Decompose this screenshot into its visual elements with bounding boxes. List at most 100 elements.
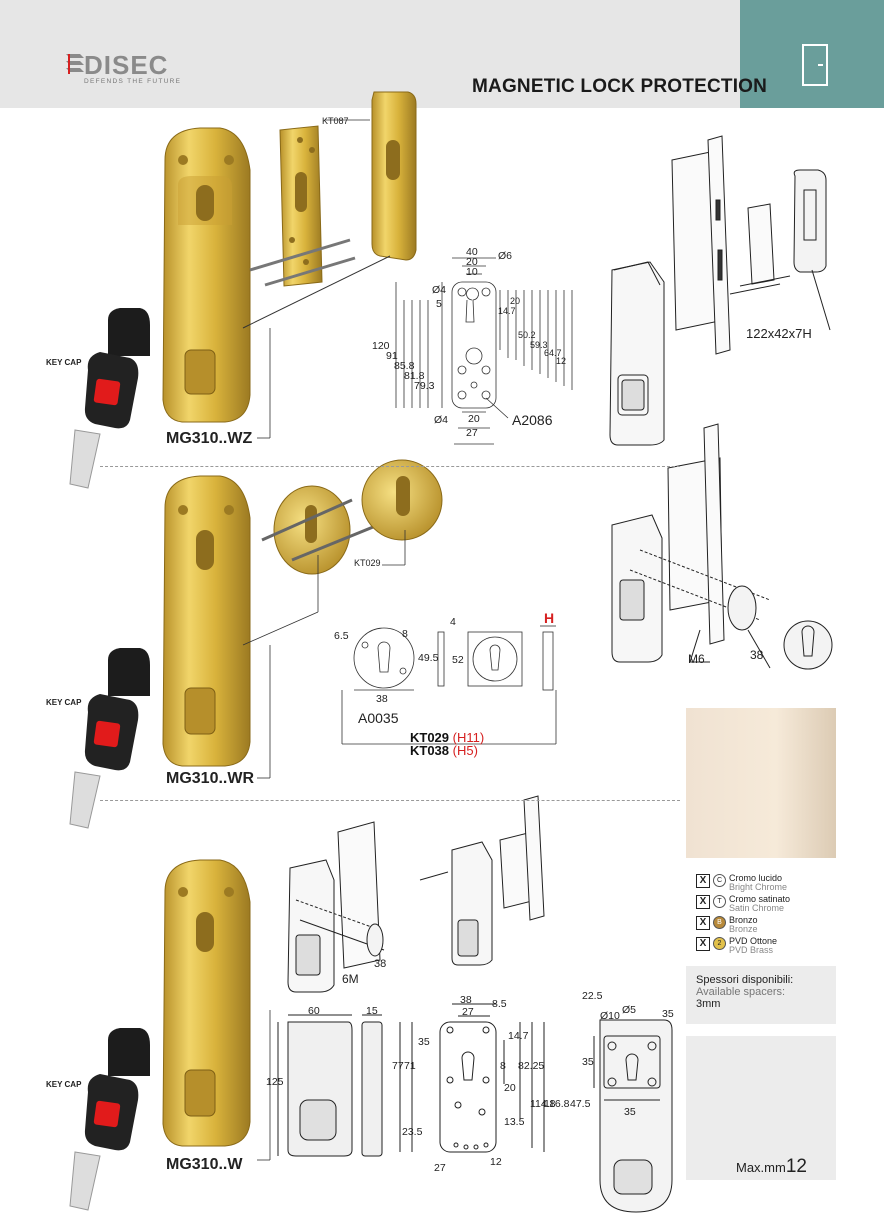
dim-27-w-top: 27: [462, 1006, 474, 1018]
dim-8-w: 8: [500, 1060, 506, 1072]
dim-14-7: 14.7: [498, 306, 516, 316]
brand-logo-icon: [66, 54, 84, 74]
dim-14-7-w: 14.7: [508, 1030, 529, 1042]
dim-35-right: 35: [662, 1008, 674, 1020]
header-accent-panel: [740, 0, 884, 108]
section-wz-key: [69, 308, 150, 489]
dim-4: 4: [450, 616, 456, 628]
spacers-value: 3mm: [696, 998, 721, 1010]
dim-o4-b: Ø4: [434, 414, 449, 426]
finish-code-icon: B: [713, 916, 726, 929]
part-label-kt029: KT029: [354, 558, 381, 568]
dim-27-w-bottom: 27: [434, 1162, 446, 1174]
dim-125: 125: [266, 1076, 284, 1088]
kit-kt038: KT038 (H5): [410, 743, 478, 758]
section-wr-assembly-drawing: [611, 423, 833, 670]
dim-49-5: 49.5: [418, 652, 439, 664]
finish-code-icon: C: [713, 874, 726, 887]
brand-name: DISEC: [84, 50, 169, 80]
finish-checkbox: X: [696, 937, 710, 951]
finish-name-en: PVD Brass: [729, 945, 774, 955]
section-wz-template-drawing: [395, 257, 573, 445]
section-w-assembly-drawings: [277, 795, 673, 1213]
dim-38: 38: [750, 648, 764, 662]
section-divider: [100, 466, 680, 467]
handle-dimensions: 122x42x7H: [746, 326, 812, 341]
template-label-a0035: A0035: [358, 710, 399, 726]
dim-5: 5: [436, 298, 442, 310]
section-wr-key: [69, 648, 150, 829]
key-cap-label-1: KEY CAP: [46, 358, 82, 367]
dim-79-3: 79.3: [414, 380, 435, 392]
dim-10: 10: [466, 266, 478, 278]
dim-29: 20: [510, 296, 521, 306]
finish-checkbox: X: [696, 895, 710, 909]
dim-59-3: 64.7: [544, 348, 562, 358]
dim-50-2: 59.3: [530, 340, 548, 350]
dim-o5: Ø5: [622, 1004, 637, 1016]
key-cap-label-3: KEY CAP: [46, 1080, 82, 1089]
dim-120: 120: [372, 340, 390, 352]
section-divider: [100, 800, 680, 801]
dim-60: 60: [308, 1005, 320, 1017]
dim-77: 77: [392, 1060, 404, 1072]
dim-h: H: [544, 610, 555, 626]
dim-6-5: 6.5: [334, 630, 349, 642]
template-label-a2086: A2086: [512, 412, 553, 428]
finish-name-it: Cromo satinato: [729, 894, 791, 904]
dim-12-w: 12: [490, 1156, 502, 1168]
finish-name-en: Satin Chrome: [729, 903, 785, 913]
dim-6m: 6M: [342, 972, 359, 986]
section-wz-plate: [249, 125, 356, 287]
dim-8: 8: [402, 628, 408, 640]
dim-20: 20: [466, 256, 478, 268]
model-label-wr: MG310..WR: [166, 770, 255, 787]
section-w-shield: [162, 859, 251, 1147]
dim-35-w: 35: [418, 1036, 430, 1048]
dim-38-w-top: 38: [460, 994, 472, 1006]
dim-38-w: 38: [374, 958, 387, 970]
finish-code-icon: T: [713, 895, 726, 908]
part-label-kt087: KT087: [322, 116, 349, 126]
dim-15: 15: [366, 1005, 378, 1017]
finish-name-it: Cromo lucido: [729, 873, 783, 883]
door-icon: [802, 44, 828, 86]
spacers-panel: Spessori disponibili: Available spacers:…: [686, 966, 836, 1024]
page-title: MAGNETIC LOCK PROTECTION: [472, 76, 768, 97]
dim-114-8: 114.8: [530, 1098, 556, 1110]
dim-8-5: 8.5: [492, 998, 507, 1010]
cylinder-max-value: 12: [785, 1156, 807, 1177]
dim-81-8: 81.8: [404, 370, 425, 382]
dim-o6: Ø6: [498, 250, 513, 262]
dim-13-5: 13.5: [504, 1116, 525, 1128]
dim-20-b: 27: [466, 427, 478, 439]
spacers-title-it: Spessori disponibili:: [696, 974, 794, 986]
dim-22-5: 22.5: [582, 990, 603, 1002]
dim-12: 20: [468, 413, 480, 425]
section-wr-rosette: [261, 459, 443, 575]
dim-o10: Ø10: [600, 1010, 620, 1022]
door-photo: [686, 708, 836, 858]
section-wz-cover: [371, 91, 417, 261]
key-cap-label-2: KEY CAP: [46, 698, 82, 707]
finish-code-icon: 2: [713, 937, 726, 950]
dim-85-8: 85.8: [394, 360, 415, 372]
section-wz-shield: [162, 127, 251, 423]
section-w-key: [69, 1028, 150, 1211]
section-wr-shield: [162, 475, 251, 767]
model-label-wz: MG310..WZ: [166, 430, 253, 447]
finish-name-it: Bronzo: [729, 915, 758, 925]
finish-checkbox: X: [696, 916, 710, 930]
dim-71: 71: [404, 1060, 416, 1072]
dim-23-5: 23.5: [402, 1126, 423, 1138]
dim-38-template: 38: [376, 693, 388, 705]
brand-tagline: DEFENDS THE FUTURE: [84, 78, 182, 85]
model-label-w: MG310..W: [166, 1156, 243, 1173]
cylinder-panel: Max.mm12: [686, 1036, 836, 1180]
cylinder-max: Max.mm12: [736, 1156, 807, 1178]
dim-o4: Ø4: [432, 284, 447, 296]
dim-82-25: 82.25: [518, 1060, 545, 1072]
